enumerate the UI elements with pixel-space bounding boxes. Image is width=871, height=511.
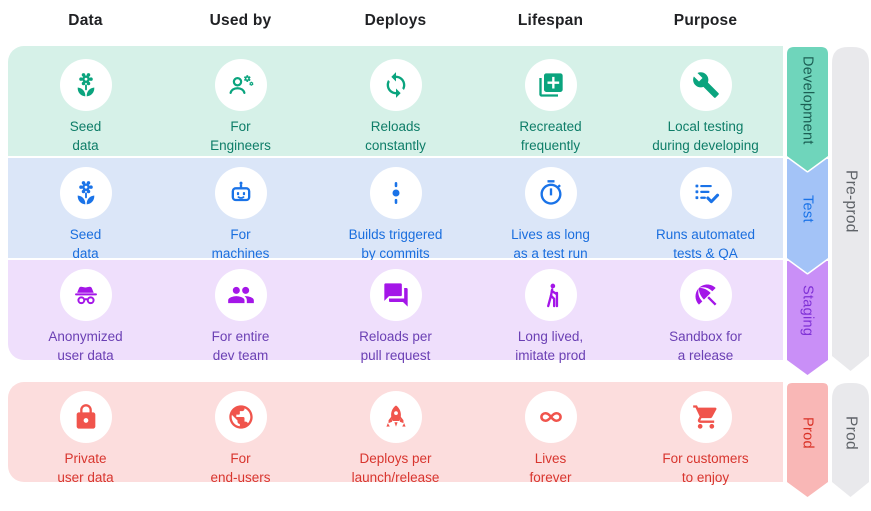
icon-badge	[59, 59, 112, 111]
icon-badge	[369, 269, 422, 321]
cell-caption: For machines	[211, 227, 270, 261]
cell-caption: Local testing during developing	[652, 119, 759, 153]
commit-icon	[382, 179, 410, 207]
staging-ribbon-label: Staging	[799, 284, 816, 337]
matrix-cell: For end-users	[163, 391, 318, 487]
cart-icon	[692, 403, 720, 431]
icon-badge	[524, 269, 577, 321]
preprod-phase-label: Pre-prod	[842, 169, 860, 233]
cell-caption: Long lived, imitate prod	[515, 329, 586, 363]
umbrella-icon	[692, 281, 720, 309]
timer-icon	[537, 179, 565, 207]
matrix-cell: Reloads per pull request	[318, 269, 473, 365]
icon-badge	[369, 167, 422, 219]
icon-badge	[679, 269, 732, 321]
matrix-cell: For machines	[163, 167, 318, 263]
cell-caption: Seed data	[69, 227, 102, 261]
cell-caption: Private user data	[57, 451, 114, 485]
icon-badge	[214, 167, 267, 219]
checklist-icon	[692, 179, 720, 207]
globe-icon	[227, 403, 255, 431]
cell-caption: Sandbox for a release	[669, 329, 742, 363]
team-icon	[227, 281, 255, 309]
icon-badge	[524, 167, 577, 219]
matrix-cell: Recreated frequently	[473, 59, 628, 156]
column-header-lifespan: Lifespan	[517, 12, 584, 29]
prod-ribbon-label: Prod	[799, 416, 816, 449]
seedling-icon	[72, 179, 100, 207]
column-header-used-by: Used by	[209, 12, 272, 29]
icon-badge	[214, 59, 267, 111]
matrix-cell: Anonymized user data	[8, 269, 163, 365]
icon-badge	[59, 167, 112, 219]
matrix-cell: Runs automated tests & QA	[628, 167, 783, 263]
icon-badge	[524, 59, 577, 111]
wrench-icon	[692, 71, 720, 99]
matrix-cell: For Engineers	[163, 59, 318, 156]
cell-caption: Recreated frequently	[519, 119, 582, 153]
seedling-icon	[72, 71, 100, 99]
matrix-cell: Long lived, imitate prod	[473, 269, 628, 365]
icon-badge	[679, 167, 732, 219]
column-header-deploys: Deploys	[364, 12, 427, 29]
cell-caption: For customers to enjoy	[662, 451, 749, 485]
cell-caption: For entire dev team	[211, 329, 270, 363]
forum-icon	[382, 281, 410, 309]
cell-caption: Reloads per pull request	[359, 329, 432, 363]
matrix-cell: For customers to enjoy	[628, 391, 783, 487]
matrix-cell: Lives as long as a test run	[473, 167, 628, 263]
cell-caption: Builds triggered by commits	[348, 227, 443, 261]
cell-caption: For Engineers	[210, 119, 271, 153]
column-headers: Data Used by Deploys Lifespan Purpose	[8, 12, 783, 30]
icon-badge	[679, 391, 732, 443]
add-document-icon	[537, 71, 565, 99]
matrix-cell: Reloads constantly	[318, 59, 473, 156]
sync-icon	[382, 71, 410, 99]
column-header-purpose: Purpose	[673, 12, 738, 29]
matrix-cell: Seed data	[8, 59, 163, 156]
cell-caption: For end-users	[210, 451, 271, 485]
development-ribbon-label: Development	[799, 56, 816, 145]
icon-badge	[59, 269, 112, 321]
test-ribbon-label: Test	[799, 194, 816, 223]
matrix-cell: Private user data	[8, 391, 163, 487]
icon-badge	[369, 391, 422, 443]
rocket-icon	[382, 403, 410, 431]
icon-badge	[679, 59, 732, 111]
matrix-cell: Local testing during developing	[628, 59, 783, 156]
icon-badge	[214, 391, 267, 443]
column-header-data: Data	[68, 12, 103, 29]
matrix-cell: Sandbox for a release	[628, 269, 783, 365]
hiker-icon	[537, 281, 565, 309]
engineer-icon	[227, 71, 255, 99]
icon-badge	[214, 269, 267, 321]
matrix-cell: Deploys per launch/release	[318, 391, 473, 487]
development-row: Seed data For Engineers Reloads constant…	[8, 46, 783, 156]
robot-icon	[227, 179, 255, 207]
test-row: Seed data For machines Builds triggered …	[8, 158, 783, 261]
matrix-cell: Lives forever	[473, 391, 628, 487]
icon-badge	[59, 391, 112, 443]
matrix-cell: Seed data	[8, 167, 163, 263]
cell-caption: Anonymized user data	[48, 329, 123, 363]
cell-caption: Reloads constantly	[365, 119, 426, 153]
infinity-icon	[537, 403, 565, 431]
cell-caption: Lives forever	[529, 451, 572, 485]
cell-caption: Runs automated tests & QA	[655, 227, 756, 261]
prod-row: Private user data For end-users Deploys …	[8, 382, 783, 485]
cell-caption: Deploys per launch/release	[351, 451, 440, 485]
lock-icon	[72, 403, 100, 431]
staging-row: Anonymized user data For entire dev team…	[8, 260, 783, 363]
incognito-icon	[72, 281, 100, 309]
icon-badge	[524, 391, 577, 443]
cell-caption: Seed data	[69, 119, 102, 153]
prod-phase-label: Prod	[842, 415, 860, 450]
matrix-cell: For entire dev team	[163, 269, 318, 365]
cell-caption: Lives as long as a test run	[511, 227, 590, 261]
icon-badge	[369, 59, 422, 111]
matrix-cell: Builds triggered by commits	[318, 167, 473, 263]
